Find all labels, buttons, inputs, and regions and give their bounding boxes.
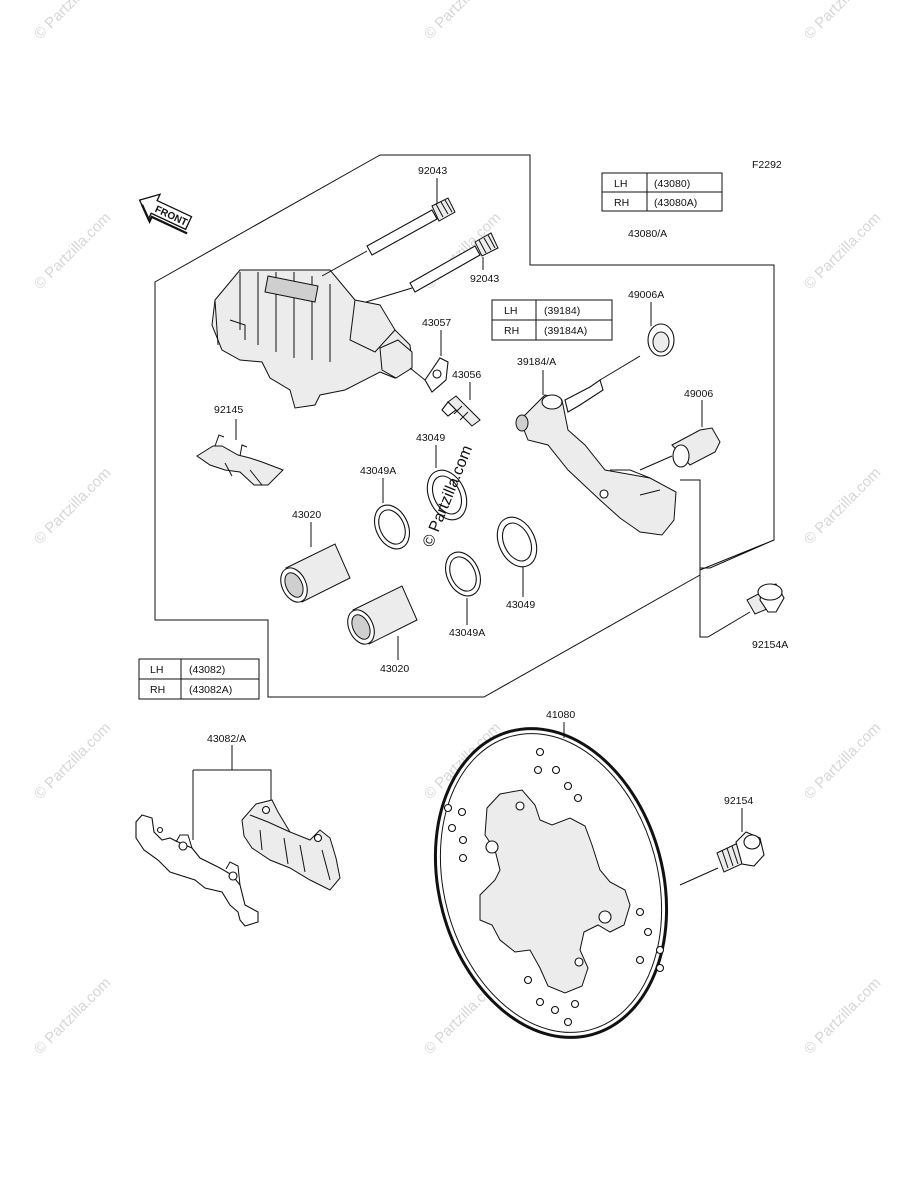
bleeder-cap [424, 357, 449, 393]
table-cell: (39184A) [544, 325, 587, 337]
label-43049A-upper: 43049A [360, 465, 396, 477]
watermark: © Partzilla.com [801, 719, 884, 802]
assy-43080-table: LH (43080) RH (43080A) [601, 172, 723, 212]
watermark: © Partzilla.com [801, 464, 884, 547]
table-cell: (43082) [189, 664, 225, 676]
seal-43049A-lower [444, 551, 482, 597]
label-49006: 49006 [684, 388, 713, 400]
boot-49006 [671, 427, 721, 468]
leader-bracket [192, 745, 272, 840]
caliper-bracket [515, 379, 677, 536]
label-43049A-lower: 43049A [449, 627, 485, 639]
label-92043-lower: 92043 [470, 273, 499, 285]
label-41080: 41080 [546, 709, 575, 721]
caliper-assembly-outline [154, 154, 775, 698]
watermark: © Partzilla.com [801, 0, 884, 43]
brake-pad-right [241, 799, 341, 891]
label-39184A: 39184/A [517, 356, 556, 368]
pad-spring [196, 434, 284, 486]
boot-49006A [647, 323, 675, 357]
leader-line [365, 287, 413, 303]
caliper-body [211, 269, 413, 409]
brake-pad-left [135, 814, 259, 927]
seal-43049-upper [426, 469, 468, 521]
table-cell: LH [614, 178, 627, 190]
bolt-92154 [716, 831, 765, 873]
figure-code: F2292 [752, 159, 782, 171]
table-cell: RH [150, 684, 165, 696]
leader-line [639, 455, 673, 471]
label-49006A: 49006A [628, 289, 664, 301]
seal-43049-lower [496, 516, 538, 568]
label-43056: 43056 [452, 369, 481, 381]
watermark: © Partzilla.com [801, 209, 884, 292]
watermark: © Partzilla.com [31, 0, 114, 43]
table-cell: (43082A) [189, 684, 232, 696]
slide-pin-lower [409, 232, 499, 293]
label-43049-lower: 43049 [506, 599, 535, 611]
watermark: © Partzilla.com [31, 719, 114, 802]
bracket-39184-table: LH (39184) RH (39184A) [491, 299, 613, 341]
slide-pin-upper [366, 197, 456, 256]
label-43049-upper: 43049 [416, 432, 445, 444]
watermark: © Partzilla.com [31, 209, 114, 292]
bolt-92154A [746, 583, 785, 615]
label-92043-upper: 92043 [418, 165, 447, 177]
leader-line [707, 611, 751, 638]
part-labels: 92043 92043 43080/A 49006A 49006 39184/A… [207, 165, 788, 807]
watermark: © Partzilla.com [421, 0, 504, 43]
label-43057: 43057 [422, 317, 451, 329]
leader-line [679, 867, 719, 886]
label-92145: 92145 [214, 404, 243, 416]
table-cell: (43080) [654, 178, 690, 190]
label-92154A: 92154A [752, 639, 788, 651]
label-43082A: 43082/A [207, 733, 246, 745]
label-43080A: 43080/A [628, 228, 667, 240]
caliper-43082-table: LH (43082) RH (43082A) [138, 658, 260, 700]
brake-disc [433, 727, 669, 1039]
table-cell: (39184) [544, 305, 580, 317]
label-43020-lower: 43020 [380, 663, 409, 675]
table-cell: RH [504, 325, 519, 337]
piston-lower [347, 585, 418, 645]
leader-line [321, 250, 368, 277]
label-92154: 92154 [724, 795, 753, 807]
disc-holes [443, 747, 665, 1027]
table-cell: LH [150, 664, 163, 676]
seal-43049A-upper [373, 504, 411, 550]
piston-upper [280, 543, 351, 603]
leader-line [409, 367, 426, 381]
label-43020-upper: 43020 [292, 509, 321, 521]
watermark: © Partzilla.com [801, 974, 884, 1057]
front-arrow-icon: FRONT [138, 193, 193, 235]
table-cell: LH [504, 305, 517, 317]
watermark: © Partzilla.com [31, 974, 114, 1057]
bleeder-valve [441, 395, 481, 427]
leader-line [599, 355, 641, 381]
table-cell: RH [614, 197, 629, 209]
watermark: © Partzilla.com [31, 464, 114, 547]
table-cell: (43080A) [654, 197, 697, 209]
